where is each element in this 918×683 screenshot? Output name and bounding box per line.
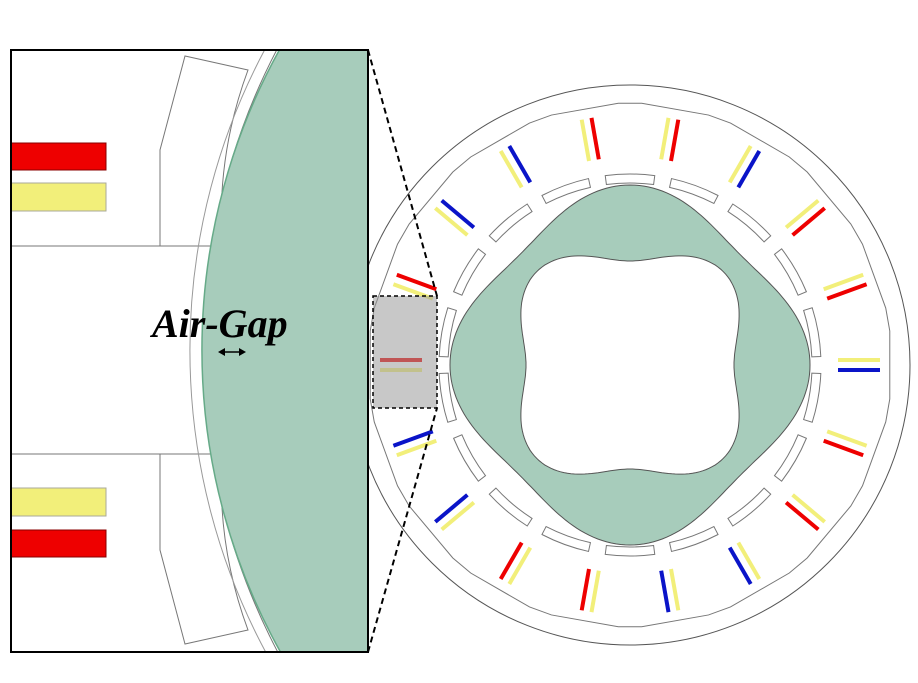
stator-coil-side — [440, 198, 476, 230]
stator-tooth-shoe — [668, 177, 719, 205]
air-gap-arrow-right-head — [239, 348, 246, 356]
stator-coil-side — [826, 282, 868, 301]
stator-tooth-shoe — [541, 177, 592, 205]
stator-tooth-shoe — [452, 434, 487, 482]
stator-coil-side — [823, 438, 864, 458]
rotor-core — [449, 184, 811, 546]
stator-coil-side — [823, 272, 864, 292]
stator-coil-side — [784, 198, 820, 230]
zoom-stator-inner-arc — [189, 50, 267, 652]
stator-coil-side — [396, 438, 437, 458]
stator-coil-side — [498, 541, 524, 580]
air-gap-arrow-left-head — [218, 348, 225, 356]
stator-coil-side — [736, 150, 762, 189]
stator-tooth-shoe — [488, 203, 533, 243]
air-gap-label: Air-Gap — [149, 301, 288, 346]
zoom-line-bottom — [367, 407, 438, 653]
stator-coils — [380, 117, 880, 613]
stator-coil-side — [659, 570, 671, 613]
stator-coil-side — [784, 500, 820, 532]
stator-tooth-shoe — [452, 248, 487, 296]
stator-tooth-shoe — [802, 372, 822, 423]
stator-coil-side — [791, 206, 826, 237]
stator-coil-side — [507, 546, 533, 585]
stator-coil-side — [736, 541, 762, 580]
stator-slots — [369, 102, 891, 628]
zoom-detail-panel: Air-Gap — [10, 49, 369, 653]
stator-tooth-shoe — [488, 487, 533, 527]
zoom-coil-red-upper — [11, 142, 107, 171]
zoom-coil-yellow-lower — [11, 487, 107, 517]
stator-tooth-shoe — [773, 248, 808, 296]
stator-coil-side — [589, 570, 601, 613]
stator-coil-side — [727, 145, 753, 184]
stator-tooth-shoe — [541, 525, 592, 553]
zoom-rotor-core — [201, 50, 368, 652]
stator-coil-side — [659, 117, 671, 160]
stator-coil-side — [507, 145, 533, 184]
stator-tooth-shoe — [604, 544, 656, 557]
stator-coil-side — [392, 429, 434, 448]
stator-coil-side — [434, 493, 469, 524]
stator-tooth-shoe — [438, 307, 458, 358]
stator-tooth-shoe — [802, 307, 822, 358]
stator-tooth-shoe — [438, 372, 458, 423]
stator-coil-side — [727, 546, 753, 585]
stator-tooth-shoe — [727, 487, 772, 527]
stator-coil-side — [791, 493, 826, 524]
stator-coil-side — [579, 568, 591, 611]
stator-coil-side — [669, 568, 681, 611]
stator-coil-side — [589, 117, 601, 160]
stator-coil-side — [440, 500, 476, 532]
zoom-coil-yellow-upper — [11, 182, 107, 212]
stator-coil-side — [579, 119, 591, 162]
stator-coil-side — [669, 119, 681, 162]
zoom-line-top — [367, 49, 438, 297]
stator-coil-side — [396, 272, 437, 292]
stator-tooth-shoe — [604, 173, 656, 186]
stator-tooth-shoe — [727, 203, 772, 243]
stator-tooth-shoe — [668, 525, 719, 553]
stator-coil-side — [826, 429, 868, 448]
zoom-coil-red-lower — [11, 529, 107, 558]
stator-tooth-shoe — [773, 434, 808, 482]
stator-coil-side — [434, 206, 469, 237]
magnifier-region — [372, 295, 438, 409]
stator-coil-side — [498, 150, 524, 189]
